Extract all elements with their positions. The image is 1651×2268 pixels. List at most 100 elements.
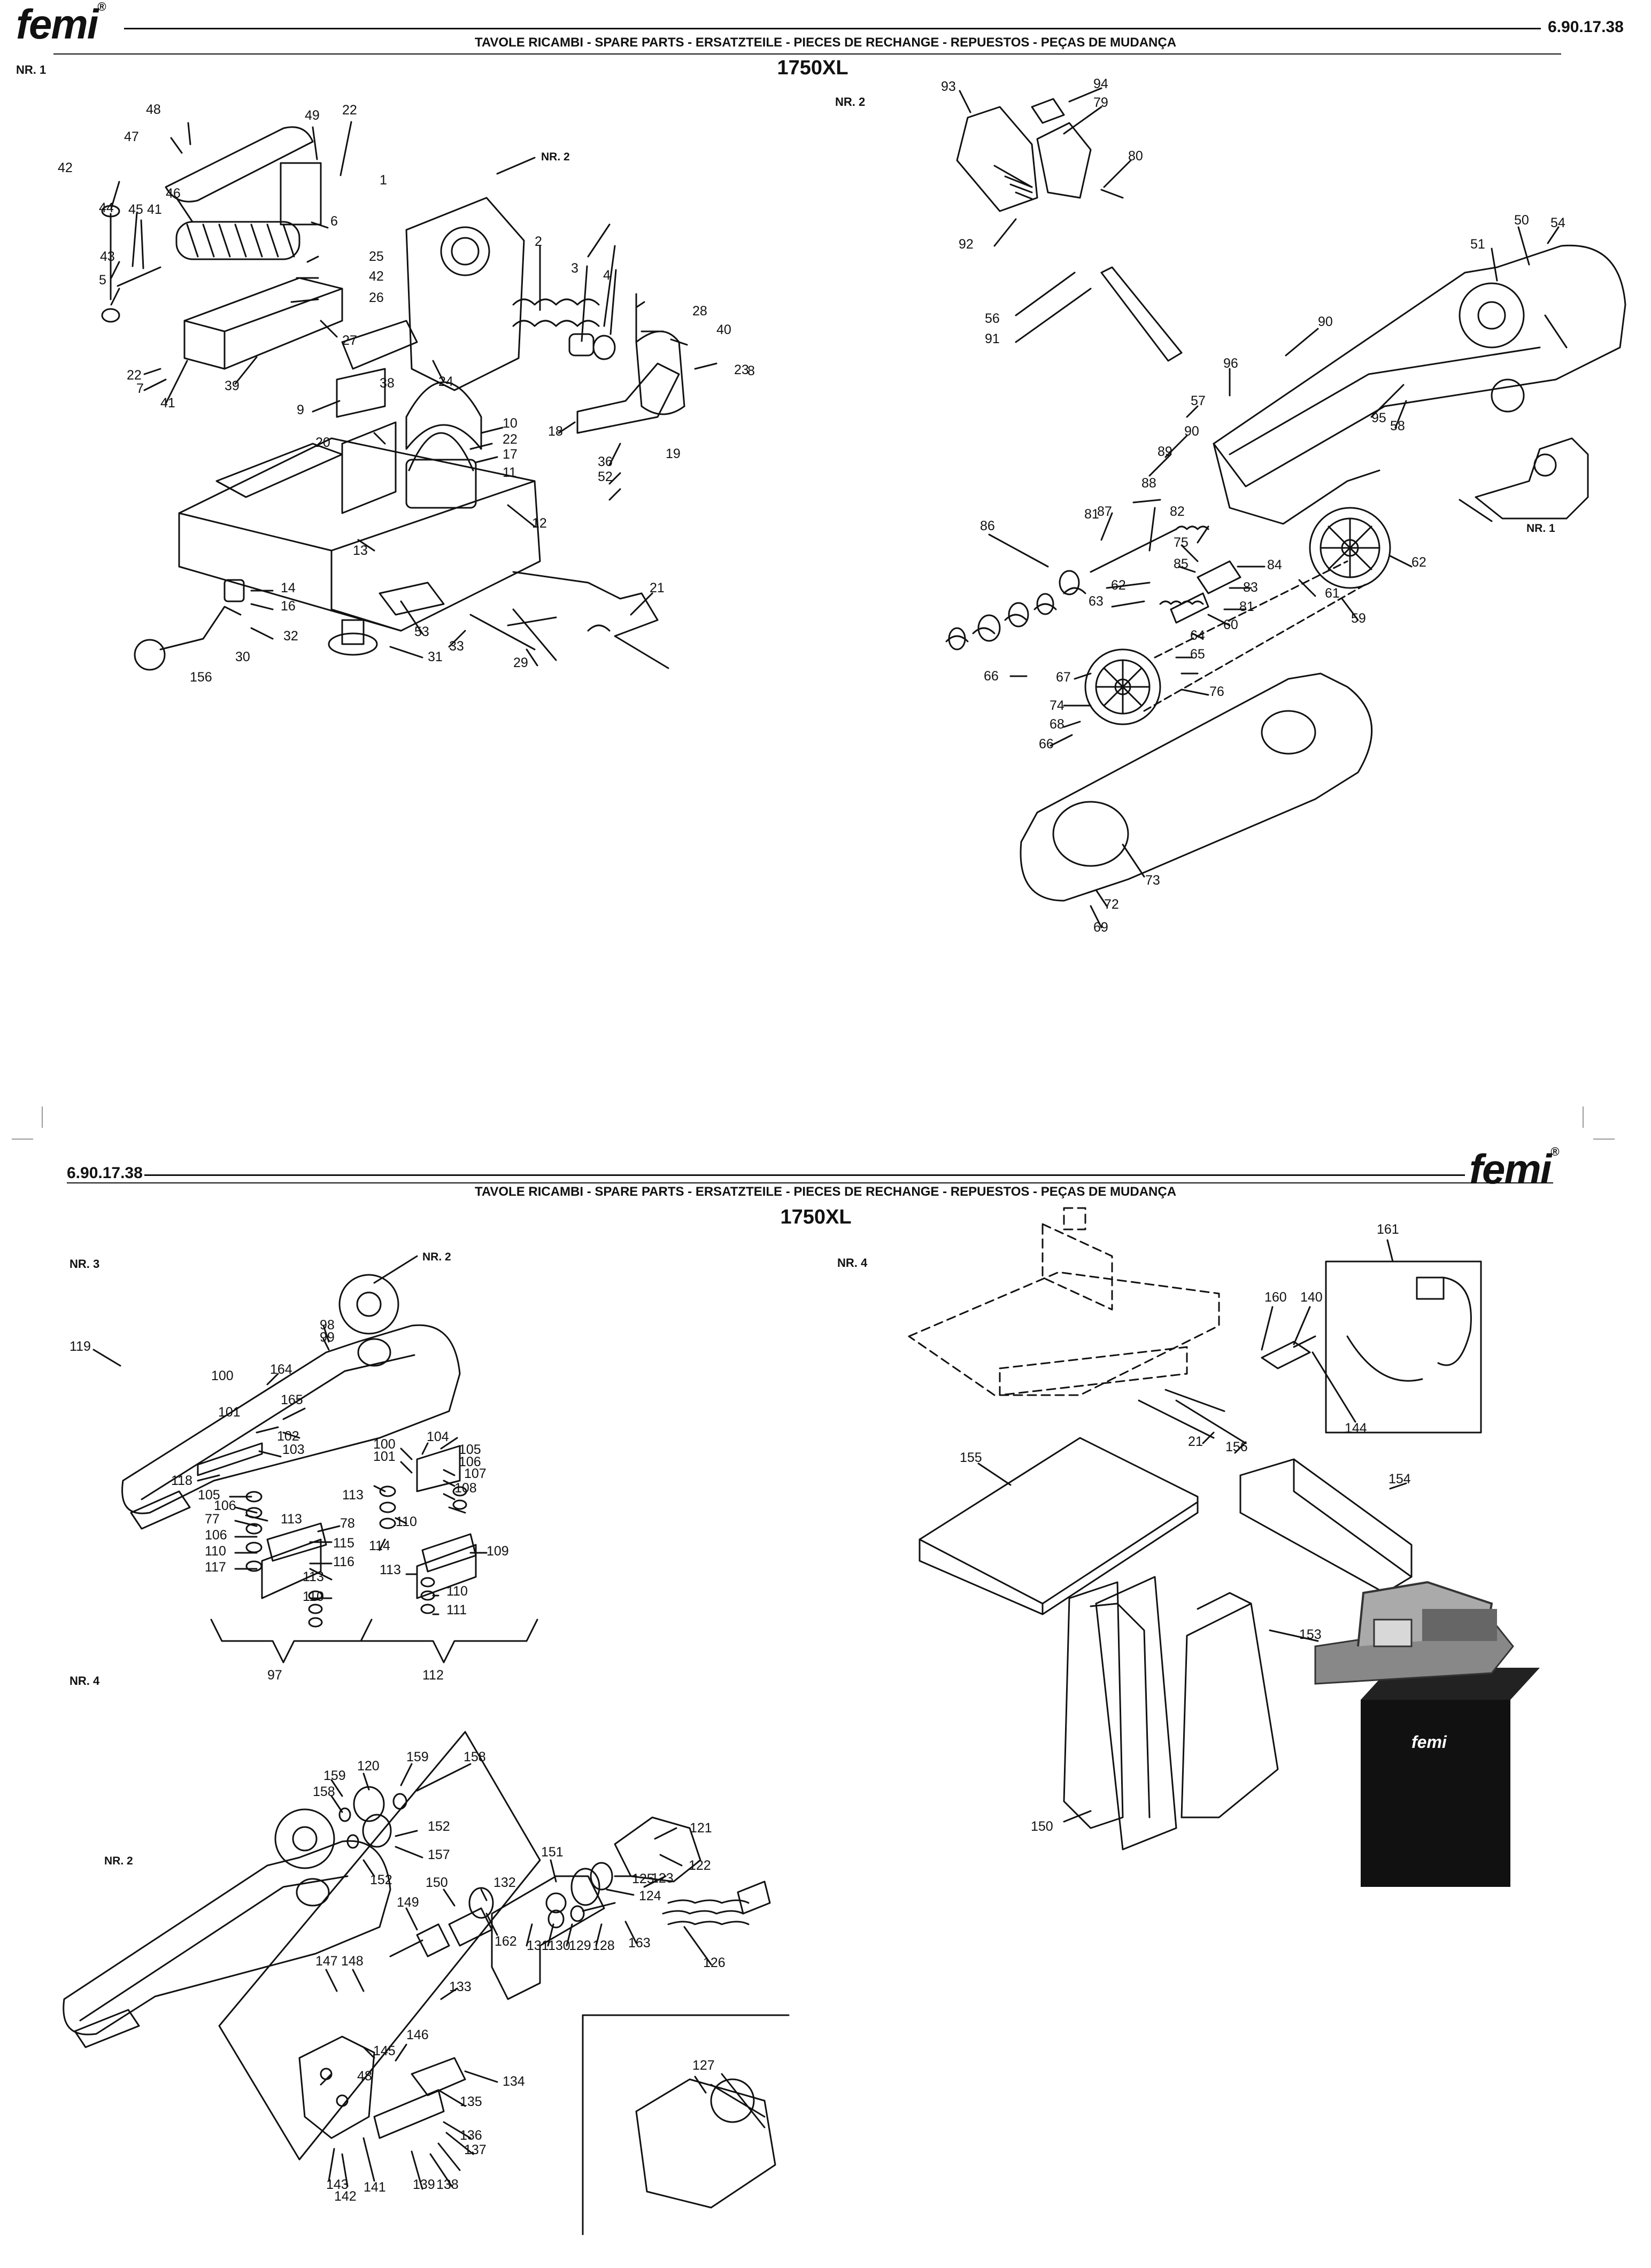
callout-number: 160 xyxy=(1264,1290,1287,1305)
callout-number: 5 xyxy=(99,273,106,288)
callout-number: 53 xyxy=(414,624,429,639)
crop-mark xyxy=(12,1139,33,1140)
callout-number: 87 xyxy=(1097,504,1112,519)
callout-number: 81 xyxy=(1239,599,1254,614)
callout-number: 110 xyxy=(205,1544,226,1559)
callout-number: 41 xyxy=(147,202,162,217)
callout-number: 156 xyxy=(190,670,212,685)
callout-number: 115 xyxy=(333,1536,354,1551)
header-rule-bottom xyxy=(144,1174,1465,1176)
callout-number: 104 xyxy=(427,1429,449,1444)
callout-number: 145 xyxy=(373,2043,396,2058)
callout-number: 66 xyxy=(1039,737,1054,752)
callout-number: 142 xyxy=(334,2189,357,2204)
callout-number: 110 xyxy=(396,1514,417,1529)
callout-number: 51 xyxy=(1470,237,1485,252)
callout-number: 91 xyxy=(985,331,1000,346)
ref-nr1-in-nr2: NR. 1 xyxy=(1526,522,1555,535)
callout-number: 62 xyxy=(1111,578,1126,593)
callout-number: 163 xyxy=(628,1936,651,1950)
nr4-motor-assembly xyxy=(63,1731,790,2235)
callout-number: 78 xyxy=(340,1516,355,1531)
callout-number: 13 xyxy=(353,543,368,558)
callout-number: 161 xyxy=(1377,1222,1399,1237)
femi-logo-bottom: femi® xyxy=(1469,1145,1560,1193)
callout-number: 98 xyxy=(320,1318,335,1333)
header-rule-top xyxy=(124,28,1541,29)
callout-number: 63 xyxy=(1089,594,1104,609)
callout-number: 155 xyxy=(960,1450,982,1465)
callout-number: 113 xyxy=(380,1562,401,1577)
callout-number: 149 xyxy=(397,1895,419,1910)
callout-number: 143 xyxy=(326,2177,349,2192)
callout-number: 44 xyxy=(99,200,114,215)
section-label-nr4-right: NR. 4 xyxy=(837,1256,868,1270)
callout-number: 152 xyxy=(370,1872,392,1887)
section-label-nr1: NR. 1 xyxy=(16,63,47,76)
callout-number: 97 xyxy=(267,1668,282,1683)
callout-number: 86 xyxy=(980,518,995,533)
callout-number: 141 xyxy=(364,2180,386,2195)
callout-number: 144 xyxy=(1345,1421,1367,1436)
nr2-saw-arm xyxy=(945,87,1626,928)
callout-number: 140 xyxy=(1300,1290,1323,1305)
callout-number: 33 xyxy=(449,639,464,654)
header-strip-top: TAVOLE RICAMBI - SPARE PARTS - ERSATZTEI… xyxy=(474,35,1177,50)
callout-number: 134 xyxy=(503,2074,525,2089)
callout-number: 32 xyxy=(283,629,298,644)
callout-number: 101 xyxy=(373,1449,396,1464)
callout-number: 120 xyxy=(357,1759,380,1774)
callout-number: 74 xyxy=(1050,698,1064,713)
callout-number: 57 xyxy=(1191,393,1206,408)
header-underline-bottom xyxy=(67,1182,1553,1183)
callout-number: 95 xyxy=(1371,411,1386,425)
callout-number: 100 xyxy=(373,1437,396,1452)
callout-number: 26 xyxy=(369,290,384,305)
callout-number: 23 xyxy=(734,362,749,377)
callout-number: 106 xyxy=(214,1498,236,1513)
callout-number: 164 xyxy=(270,1362,292,1377)
product-photo xyxy=(1314,1581,1540,1887)
callout-number: 131 xyxy=(527,1938,549,1953)
callout-number: 83 xyxy=(1243,580,1258,595)
callout-number: 150 xyxy=(1031,1819,1053,1834)
callout-number: 116 xyxy=(333,1554,354,1569)
callout-number: 45 xyxy=(128,202,143,217)
callout-number: 122 xyxy=(689,1858,711,1873)
callout-number: 111 xyxy=(446,1603,467,1617)
crop-mark xyxy=(42,1106,43,1128)
callout-number: 72 xyxy=(1104,897,1119,912)
callout-number: 20 xyxy=(315,435,330,450)
callout-number: 100 xyxy=(211,1368,234,1383)
nr3-blade-guides xyxy=(92,1255,538,1663)
callout-number: 59 xyxy=(1351,611,1366,626)
callout-number: 52 xyxy=(598,469,613,484)
crop-mark xyxy=(1593,1139,1615,1140)
callout-number: 73 xyxy=(1145,873,1160,888)
callout-number: 139 xyxy=(413,2177,435,2192)
callout-number: 60 xyxy=(1223,617,1238,632)
callout-number: 14 xyxy=(281,580,296,595)
callout-number: 92 xyxy=(959,237,974,252)
callout-number: 105 xyxy=(459,1442,481,1457)
callout-number: 64 xyxy=(1190,628,1205,643)
callout-number: 67 xyxy=(1056,670,1071,685)
callout-number: 89 xyxy=(1158,444,1172,459)
callout-number: 29 xyxy=(513,655,528,670)
callout-number: 75 xyxy=(1174,535,1189,550)
callout-number: 65 xyxy=(1190,647,1205,662)
callout-number: 48 xyxy=(357,2069,372,2084)
callout-number: 162 xyxy=(495,1934,517,1949)
callout-number: 47 xyxy=(124,129,139,144)
section-label-nr4-left: NR. 4 xyxy=(70,1674,100,1688)
femi-logo-top: femi® xyxy=(16,0,106,48)
callout-number: 130 xyxy=(548,1938,570,1953)
callout-number: 127 xyxy=(692,2058,715,2073)
nr1-base-assembly xyxy=(101,121,718,671)
callout-number: 22 xyxy=(342,103,357,118)
callout-number: 108 xyxy=(454,1481,477,1496)
